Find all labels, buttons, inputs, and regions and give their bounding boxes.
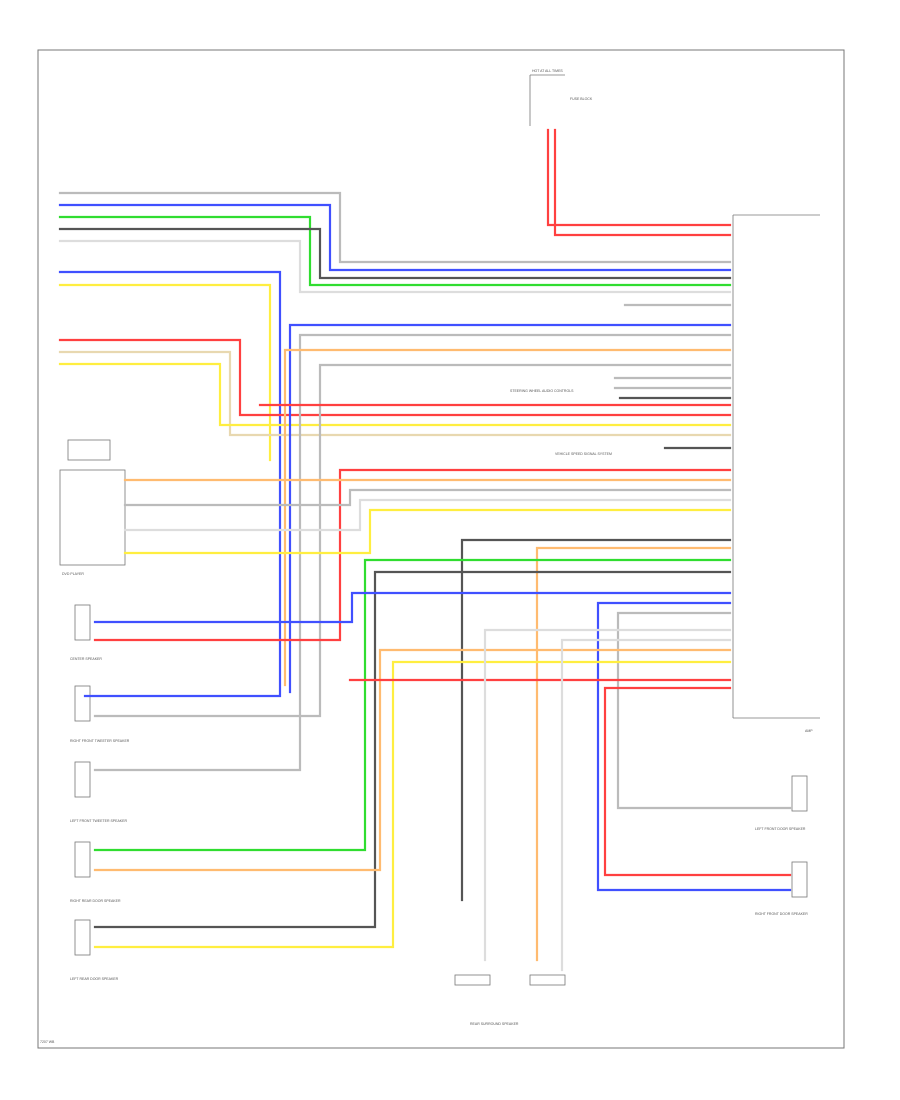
- callout-rear-sub: REAR SURROUND SPEAKER: [470, 1022, 519, 1026]
- wire-green: [93, 558, 732, 852]
- wire-gray: [123, 488, 732, 507]
- wire-black: [460, 538, 732, 902]
- wire-black: [58, 227, 732, 280]
- wire-lightgray: [560, 638, 732, 972]
- wire-orange: [283, 348, 732, 687]
- callout-center-speaker: CENTER SPEAKER: [70, 657, 102, 661]
- wire-orange: [93, 648, 732, 872]
- wire-yellow: [123, 508, 732, 555]
- wires: [58, 128, 792, 972]
- amplifier-block: AMP: [732, 214, 820, 733]
- callout-cd-changer: DVD PLAYER: [62, 572, 84, 576]
- callout-right-front-door: RIGHT FRONT DOOR SPEAKER: [755, 912, 808, 916]
- hot-at-all-times-box: HOT AT ALL TIMES FUSE BLOCK: [529, 69, 593, 126]
- callout-left-front-tweeter: LEFT FRONT TWEETER SPEAKER: [70, 819, 127, 823]
- figure-id: 7207 WB: [40, 1040, 55, 1044]
- callout-right-front-tweeter: RIGHT FRONT TWEETER SPEAKER: [70, 739, 130, 743]
- wire-gray: [58, 191, 732, 264]
- wire-yellow: [93, 660, 732, 949]
- wire-gray: [616, 611, 792, 810]
- callout-left-rear-door: LEFT REAR DOOR SPEAKER: [70, 977, 119, 981]
- wire-lightgray: [123, 498, 732, 532]
- wire-red: [93, 468, 732, 642]
- wire-lightgray: [58, 239, 732, 294]
- wire-tan: [58, 350, 732, 437]
- wire-red: [603, 686, 792, 877]
- wire-black: [93, 570, 732, 929]
- wire-red: [546, 128, 732, 227]
- wire-blue: [596, 601, 792, 892]
- wire-blue: [288, 323, 732, 694]
- callout-vehicle-speed: VEHICLE SPEED SIGNAL SYSTEM: [555, 452, 612, 456]
- wire-yellow: [58, 362, 732, 427]
- callouts: DVD PLAYER CENTER SPEAKER RIGHT FRONT TW…: [40, 389, 808, 1044]
- wire-blue: [58, 270, 282, 698]
- wire-orange: [535, 546, 732, 962]
- callout-left-front-door: LEFT FRONT DOOR SPEAKER: [755, 827, 806, 831]
- diagram-frame: [37, 49, 845, 1049]
- wire-red: [553, 128, 732, 237]
- wire-red: [58, 338, 732, 417]
- fuse-label: FUSE BLOCK: [570, 97, 593, 101]
- hot-label: HOT AT ALL TIMES: [532, 69, 563, 73]
- wire-blue: [58, 203, 732, 272]
- wire-gray: [93, 363, 732, 718]
- callout-right-rear-door: RIGHT REAR DOOR SPEAKER: [70, 899, 121, 903]
- wire-green: [58, 215, 732, 287]
- wire-lightgray: [483, 628, 732, 962]
- speaker-symbols-left: [59, 439, 808, 986]
- amp-label: AMP: [805, 729, 813, 733]
- wire-yellow: [58, 283, 272, 462]
- callout-steering-switch: STEERING WHEEL AUDIO CONTROLS: [510, 389, 574, 393]
- wire-blue: [93, 591, 732, 624]
